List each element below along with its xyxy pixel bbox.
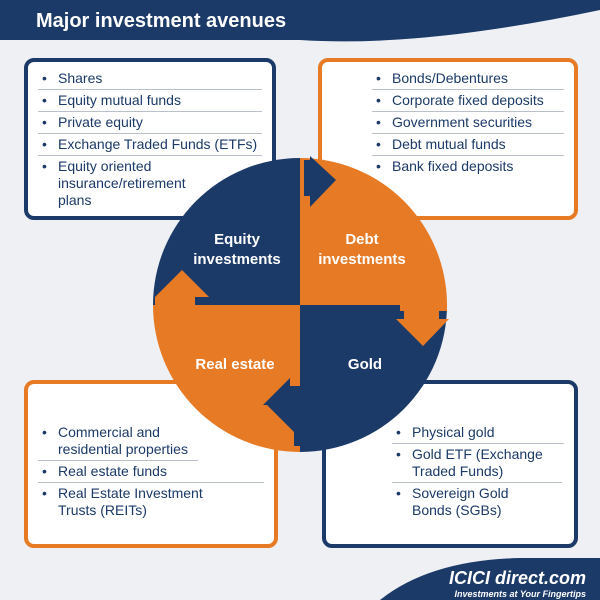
arrow-down-icon <box>396 305 449 346</box>
real-estate-label: Real estate <box>195 356 275 373</box>
footer-swoosh <box>380 558 600 600</box>
list-item: Sovereign Gold Bonds (SGBs) <box>392 483 542 521</box>
list-item: Commercial and residential properties <box>38 422 198 461</box>
header-banner: Major investment avenues <box>0 0 600 44</box>
list-item: Real Estate Investment Trusts (REITs) <box>38 483 208 521</box>
icici-direct-logo: ICICI direct.com Investments at Your Fin… <box>448 568 586 599</box>
gold-label: Gold <box>347 356 383 373</box>
arrow-left-icon <box>263 378 300 454</box>
arrow-up-icon <box>155 270 209 305</box>
debt-quadrant <box>300 158 447 305</box>
equity-quadrant <box>153 158 300 305</box>
debt-label: Debt investments <box>318 231 406 268</box>
list-item: Bank fixed deposits <box>372 156 564 177</box>
page-title: Major investment avenues <box>36 10 287 32</box>
equity-label: Equity investments <box>193 231 281 268</box>
list-item: Equity oriented insurance/retirement pla… <box>38 156 198 211</box>
gold-quadrant <box>300 305 447 452</box>
arrow-right-icon <box>300 156 336 207</box>
real-estate-quadrant <box>153 305 300 452</box>
